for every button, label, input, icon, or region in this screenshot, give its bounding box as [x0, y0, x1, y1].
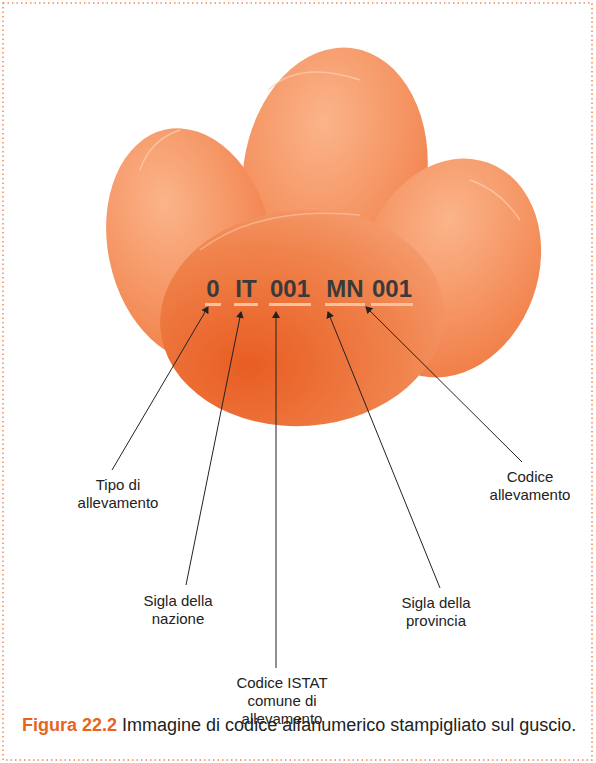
caption-text: Immagine di codice alfanumerico stampigl…	[122, 715, 576, 735]
leader-label: Codice ISTAT comune di allevamento	[227, 674, 337, 728]
leader-label: Sigla della nazione	[130, 592, 226, 628]
code-segment: MN	[325, 276, 364, 306]
leader-label: Tipo di allevamento	[66, 476, 170, 512]
figure-number: Figura 22.2	[22, 715, 117, 735]
code-segment: IT	[234, 276, 257, 306]
leader-label: Sigla della provincia	[386, 594, 486, 630]
code-segment: 0	[205, 276, 220, 306]
code-segment: 001	[371, 276, 413, 306]
leader-label: Codice allevamento	[484, 468, 576, 504]
code-segment: 001	[269, 276, 311, 306]
